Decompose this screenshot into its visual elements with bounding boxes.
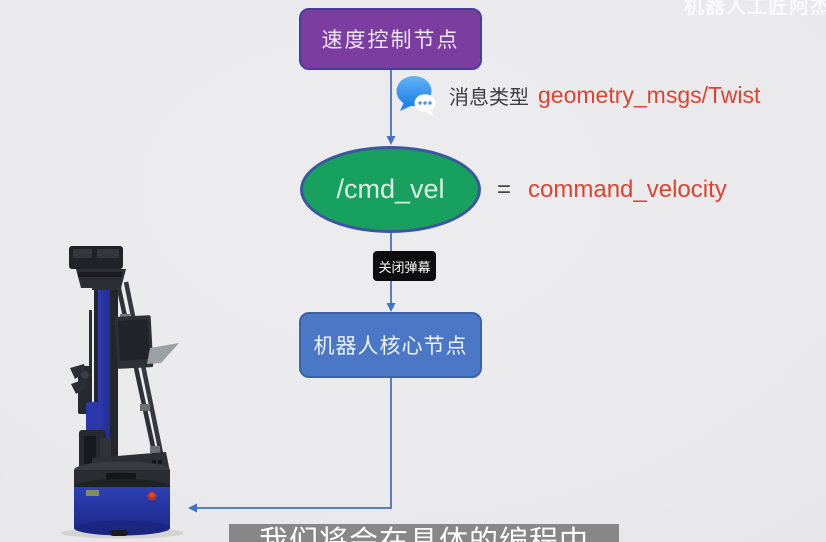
equals-sign: = [497, 176, 512, 203]
node-cmd-vel-label: /cmd_vel [336, 174, 445, 204]
topic-alias-value: command_velocity [528, 176, 727, 203]
danmaku-toggle-tooltip[interactable]: 关闭弹幕 [373, 251, 436, 281]
message-type-label: 消息类型 [449, 87, 529, 109]
arrowhead-to-topic [386, 136, 396, 145]
topic-alias-row: = command_velocity [497, 174, 727, 206]
node-speed-control: 速度控制节点 [299, 8, 482, 70]
chat-bubbles-icon [395, 75, 440, 117]
robot-image [61, 246, 183, 539]
node-cmd-vel-topic: /cmd_vel [300, 146, 481, 233]
node-speed-control-label: 速度控制节点 [321, 29, 460, 52]
channel-watermark: 机器人工匠阿杰 [684, 0, 826, 18]
arrowhead-to-core [386, 303, 396, 312]
arrowhead-to-robot [188, 503, 197, 513]
subtitle-text: 我们将会在具体的编程中 [258, 526, 589, 542]
message-type-row: 消息类型 geometry_msgs/Twist [395, 74, 760, 117]
message-type-value: geometry_msgs/Twist [538, 82, 761, 108]
danmaku-toggle-label: 关闭弹幕 [378, 259, 431, 275]
subtitle-bar: 我们将会在具体的编程中 [229, 524, 619, 542]
node-robot-core: 机器人核心节点 [299, 312, 482, 378]
node-robot-core-label: 机器人核心节点 [313, 335, 468, 358]
